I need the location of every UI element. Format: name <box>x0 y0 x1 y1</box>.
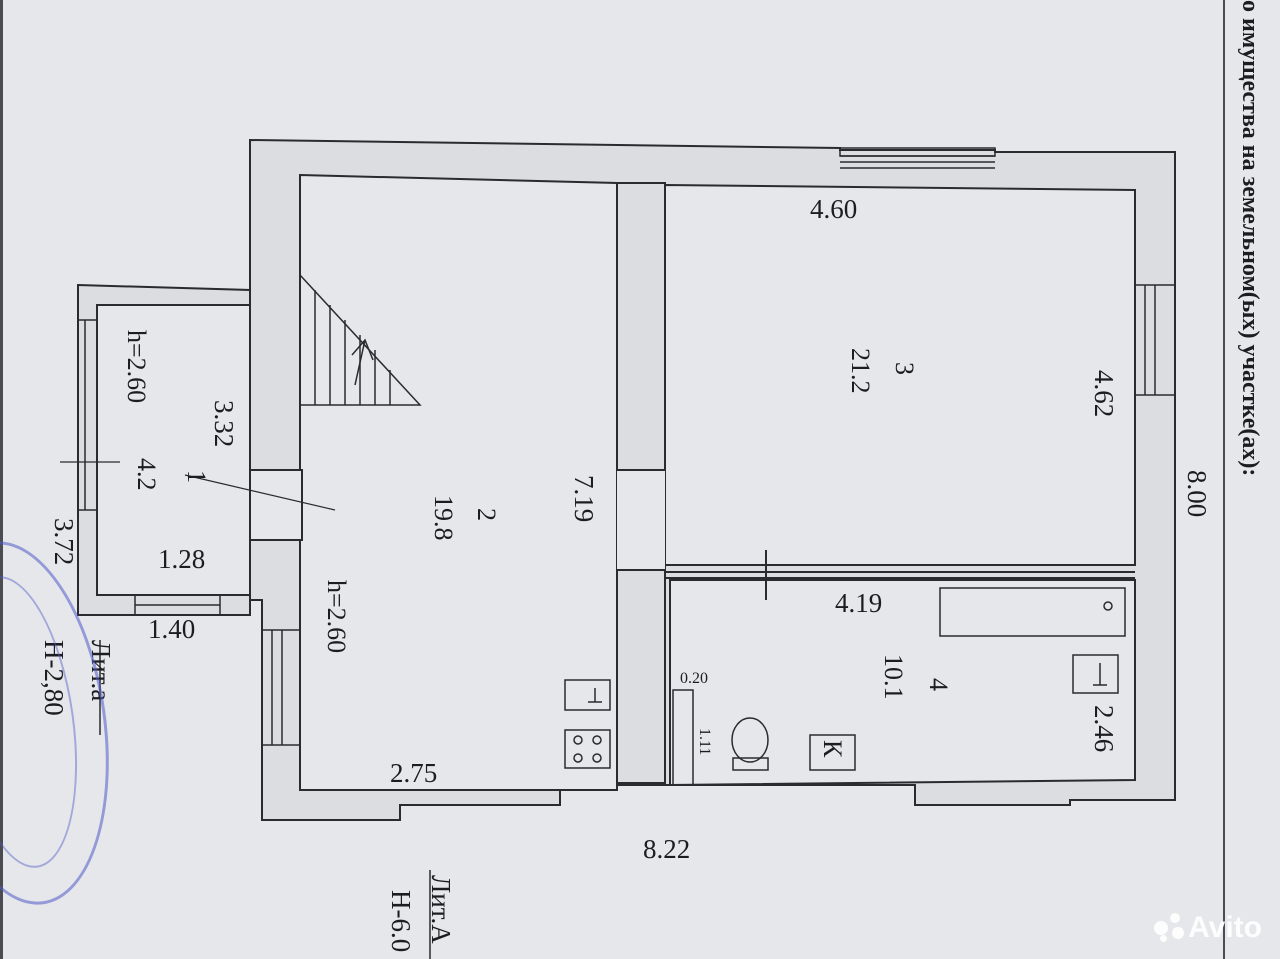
doorway-2-3 <box>617 470 665 570</box>
room-1-height: h=2.60 <box>122 330 151 403</box>
room-2-height: h=2.60 <box>322 580 351 653</box>
room-3-outline <box>664 183 1136 566</box>
kitchen-box <box>809 734 856 771</box>
dim-room4-small-a: 0.20 <box>680 670 708 687</box>
window-annex-bottom <box>134 594 221 616</box>
room-4-number: 4 <box>924 678 953 691</box>
window-annex <box>77 319 98 511</box>
lit-a-small-name: Лит.а <box>86 640 116 701</box>
dim-room1-height: 3.32 <box>209 400 239 447</box>
room-4-sink <box>1072 654 1119 694</box>
dim-room4-side: 2.46 <box>1089 705 1119 752</box>
dim-room1-outer-width: 1.40 <box>148 614 195 644</box>
avito-watermark-text: Avito <box>1188 911 1262 944</box>
dim-room3-width: 4.60 <box>810 194 857 224</box>
dim-room3-side: 4.62 <box>1089 370 1119 417</box>
window-top <box>839 147 996 169</box>
lit-a-small-height: H-2,80 <box>39 640 69 716</box>
avito-watermark: Avito <box>1154 911 1262 945</box>
dim-room4-width: 4.19 <box>835 588 882 618</box>
kitchen-mark: К <box>818 740 847 758</box>
room-2-area: 19.8 <box>429 495 458 541</box>
lit-A-big-name: Лит.А <box>426 875 456 944</box>
staircase <box>299 274 422 406</box>
avito-logo-icon <box>1154 913 1185 943</box>
room-3-area: 21.2 <box>846 348 875 394</box>
header-text: о имущества на земельном(ых) участке(ах)… <box>1237 0 1263 476</box>
room-2-number: 2 <box>472 508 501 521</box>
room-4-toilet <box>672 689 769 786</box>
dim-bottom-wall: 8.22 <box>643 834 690 864</box>
room-2-outline <box>299 173 618 791</box>
room-3-number: 3 <box>890 362 919 375</box>
dim-room1-outer-height: 3.72 <box>49 518 79 565</box>
dim-room2-bottom: 2.75 <box>390 758 437 788</box>
sheet-right-border <box>1223 0 1225 959</box>
room-4-outline <box>669 579 1136 787</box>
dim-top-wall: 8.00 <box>1182 470 1212 517</box>
annex-door <box>249 469 303 541</box>
room-2-stove <box>564 729 611 769</box>
room-4-area: 10.1 <box>879 654 908 700</box>
window-right <box>1134 284 1176 396</box>
sheet-left-border <box>0 0 3 959</box>
lit-A-big-height: H-6.0 <box>386 890 416 952</box>
room-1-number: 1 <box>182 470 211 483</box>
room-1-area: 4.2 <box>132 458 161 491</box>
window-left <box>261 629 301 746</box>
bathtub <box>939 587 1126 637</box>
room-2-sink <box>564 679 611 711</box>
dim-room2-length: 7.19 <box>569 475 599 522</box>
dim-room1-width: 1.28 <box>158 544 205 574</box>
dim-room4-small-b: 1.11 <box>696 728 713 755</box>
